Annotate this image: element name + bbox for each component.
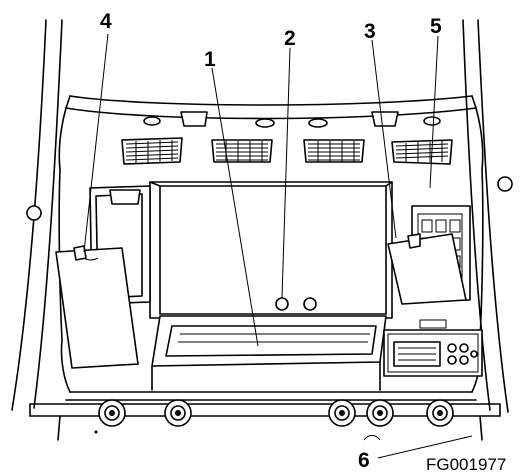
callout-3: 3	[364, 20, 376, 43]
storage-tray	[151, 315, 387, 391]
callout-2: 2	[284, 27, 296, 50]
air-vent-3	[303, 139, 365, 163]
figure-code: FG001977	[426, 455, 506, 474]
radio-unit	[383, 319, 483, 377]
fastener-2	[164, 399, 192, 427]
right-cab-wall	[462, 19, 513, 413]
center-display-panel	[149, 181, 393, 319]
left-wall-bolt	[26, 205, 42, 221]
right-fuse-compartment	[387, 205, 471, 305]
fastener-4	[366, 399, 394, 427]
fastener-3	[328, 399, 356, 427]
fastener-1	[98, 399, 126, 427]
lower-fasteners	[98, 399, 454, 427]
right-wall-bolt	[497, 176, 513, 192]
callout-6: 6	[358, 449, 370, 472]
leader-6	[377, 435, 473, 459]
leader-1	[211, 67, 259, 347]
lower-dot	[94, 430, 98, 434]
top-ledge-mounts	[143, 111, 441, 128]
fastener-5	[426, 399, 454, 427]
air-vent-4	[391, 139, 453, 165]
leader-lines	[83, 33, 473, 459]
leader-5	[429, 35, 439, 189]
leader-4	[83, 33, 109, 253]
leader-2	[281, 47, 291, 299]
lower-mark	[363, 435, 381, 441]
screw-1	[275, 297, 289, 311]
callout-4: 4	[100, 10, 112, 33]
leader-3	[371, 39, 397, 239]
air-vent-1	[121, 137, 183, 165]
screw-2	[303, 297, 317, 311]
callout-5: 5	[430, 15, 442, 38]
air-vents	[121, 137, 453, 165]
left-glove-flap	[55, 185, 151, 369]
left-cab-wall	[11, 19, 63, 411]
callout-1: 1	[204, 48, 216, 71]
air-vent-2	[211, 139, 273, 163]
